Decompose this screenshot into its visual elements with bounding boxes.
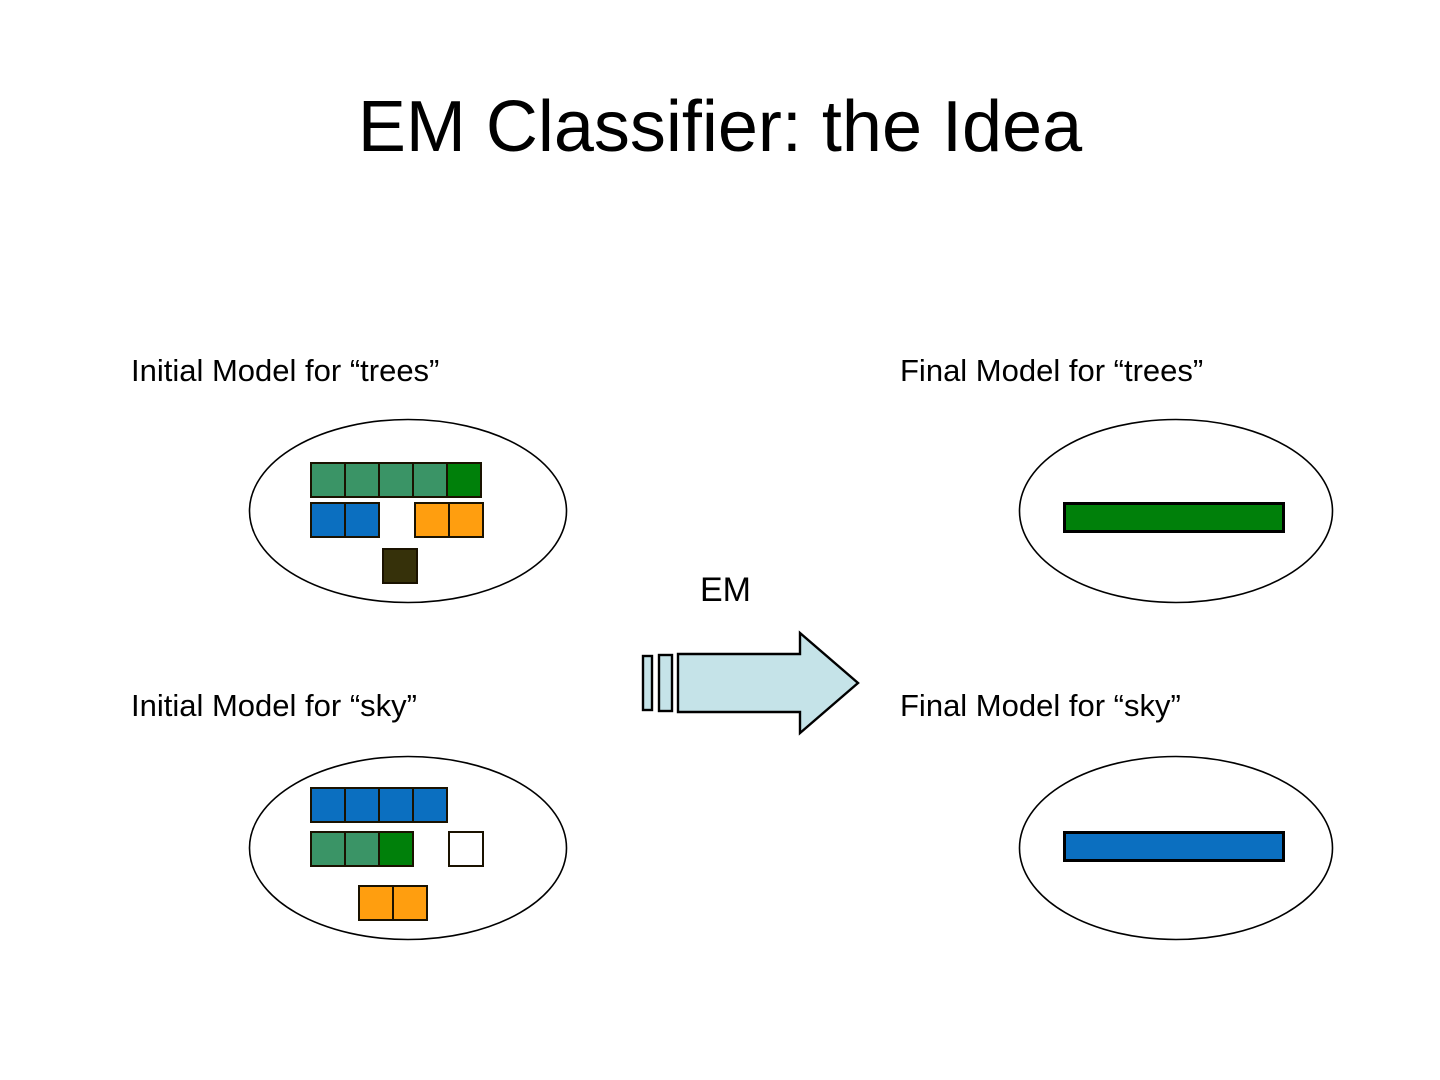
cell-orange <box>414 502 450 538</box>
cell-olive <box>382 548 418 584</box>
label-final-model-trees: Final Model for “trees” <box>900 353 1204 388</box>
cell-dark-green <box>446 462 482 498</box>
em-label: EM <box>700 571 751 609</box>
model-final-trees <box>1018 418 1334 604</box>
bar-final-trees <box>1018 418 1334 604</box>
cell-row <box>310 462 482 498</box>
cells-initial-sky <box>248 755 568 941</box>
cell-blue <box>344 787 380 823</box>
page-title: EM Classifier: the Idea <box>357 87 1083 167</box>
cells-initial-trees <box>248 418 568 604</box>
model-initial-sky <box>248 755 568 941</box>
cell-blue <box>378 787 414 823</box>
cell-orange <box>358 885 394 921</box>
cell-row <box>310 831 484 867</box>
bar-final-sky <box>1018 755 1334 941</box>
cell-sea-green <box>310 462 346 498</box>
cell-gap <box>380 502 416 538</box>
cell-blue <box>310 502 346 538</box>
cell-row <box>310 787 448 823</box>
cell-white <box>448 831 484 867</box>
model-initial-trees <box>248 418 568 604</box>
cell-blue <box>412 787 448 823</box>
cell-row <box>310 502 484 538</box>
cell-sea-green <box>412 462 448 498</box>
arrow-tail-segment-1 <box>641 654 654 712</box>
arrow-tail-segment-2 <box>657 653 674 713</box>
cell-sea-green <box>344 831 380 867</box>
cell-blue <box>344 502 380 538</box>
label-initial-model-trees: Initial Model for “trees” <box>131 353 440 388</box>
cell-orange <box>448 502 484 538</box>
right-arrow-icon <box>641 630 860 736</box>
cell-sea-green <box>310 831 346 867</box>
cell-blue <box>310 787 346 823</box>
label-final-model-sky: Final Model for “sky” <box>900 688 1181 723</box>
model-final-sky <box>1018 755 1334 941</box>
cell-sea-green <box>344 462 380 498</box>
cell-sea-green <box>378 462 414 498</box>
em-arrow <box>640 630 862 736</box>
final-model-bar-blue <box>1063 831 1285 862</box>
cell-gap <box>414 831 450 867</box>
final-model-bar-dark-green <box>1063 502 1285 533</box>
arrow-body <box>676 630 860 736</box>
label-initial-model-sky: Initial Model for “sky” <box>131 688 417 723</box>
cell-orange <box>392 885 428 921</box>
cell-dark-green <box>378 831 414 867</box>
cell-row <box>358 885 428 921</box>
cell-row <box>382 548 418 584</box>
